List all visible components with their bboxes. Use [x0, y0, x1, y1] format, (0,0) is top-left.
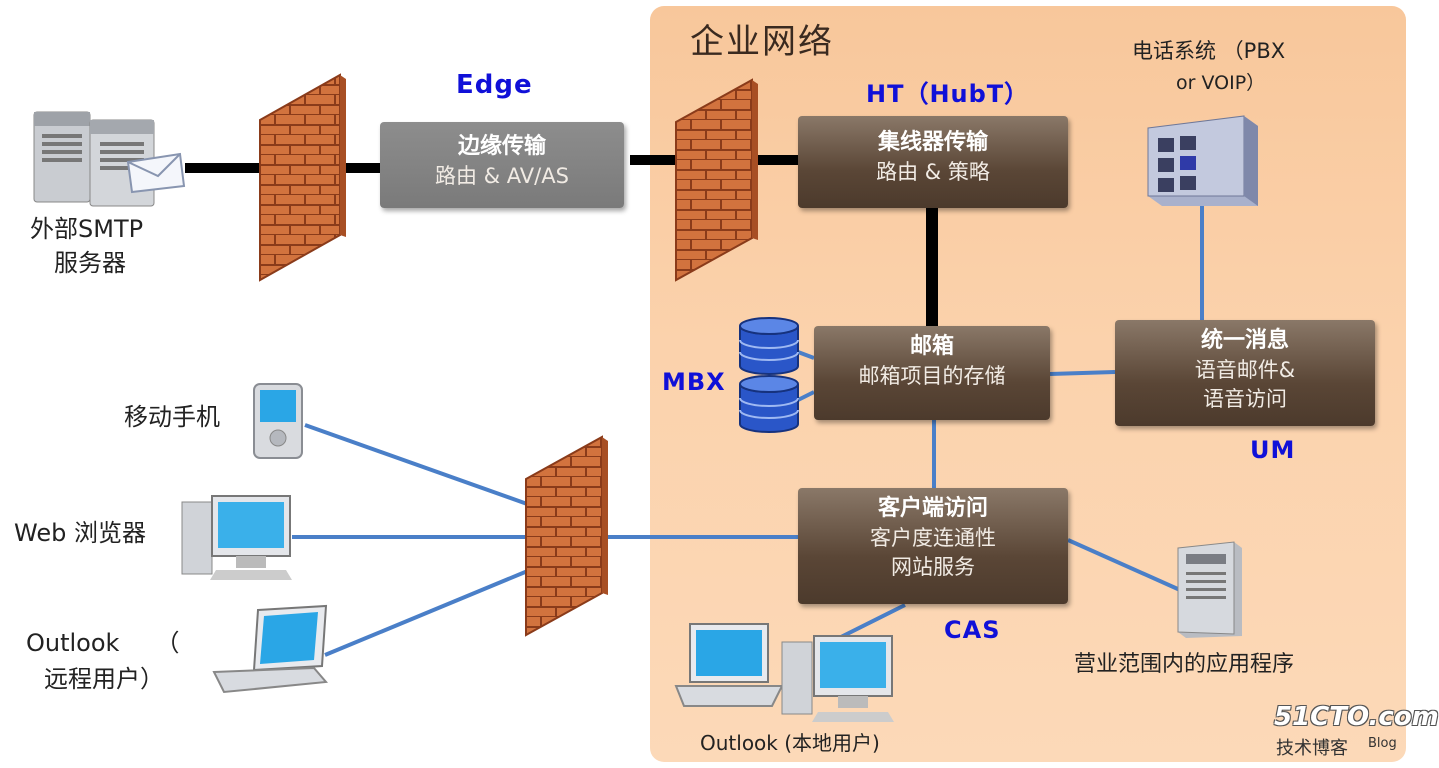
um-box: 统一消息 语音邮件& 语音访问 — [1115, 320, 1375, 426]
watermark-blog: Blog — [1368, 736, 1397, 751]
mailbox-subtitle: 邮箱项目的存储 — [858, 364, 1006, 388]
firewall-icon — [675, 78, 758, 282]
firewall-icon — [259, 73, 346, 282]
watermark-site: 51CTO.com — [1274, 702, 1439, 732]
external-smtp-label-line2: 服务器 — [54, 249, 126, 277]
business-apps-label: 营业范围内的应用程序 — [1074, 652, 1295, 677]
link-db-to-mailbox-2 — [797, 390, 815, 402]
pbx-icon — [1147, 115, 1258, 206]
link-laptop-to-firewall3 — [324, 568, 531, 657]
envelope-icon — [126, 152, 186, 194]
desktop-computer-icon — [181, 495, 292, 580]
laptop-icon — [674, 623, 784, 707]
mobile-phone-icon — [253, 383, 303, 459]
phone-system-label-line1: 电话系统 （PBX — [1132, 39, 1286, 63]
edge-label: Edge — [456, 70, 533, 100]
link-mailbox-to-um — [1049, 370, 1116, 376]
outlook-local-label: Outlook (本地用户) — [700, 731, 880, 755]
link-mobile-to-firewall3 — [304, 423, 531, 507]
enterprise-network-title: 企业网络 — [690, 22, 834, 62]
hub-transport-subtitle: 路由 & 策略 — [876, 160, 990, 184]
mailbox-title: 邮箱 — [909, 334, 954, 359]
outlook-remote-label-line1: Outlook （ — [26, 629, 180, 657]
um-title: 统一消息 — [1200, 328, 1289, 353]
hub-transport-box: 集线器传输 路由 & 策略 — [798, 116, 1068, 208]
phone-system-label-line2: or VOIP） — [1176, 72, 1266, 94]
edge-transport-box: 边缘传输 路由 & AV/AS — [380, 122, 624, 208]
cas-line1: 客户度连通性 — [870, 526, 996, 550]
web-browser-label: Web 浏览器 — [14, 519, 146, 547]
watermark-sub: 技术博客 — [1276, 738, 1348, 759]
link-db-to-mailbox-1 — [797, 350, 815, 360]
cas-line2: 网站服务 — [891, 555, 975, 579]
edge-transport-title: 边缘传输 — [457, 134, 546, 159]
mbx-label: MBX — [662, 368, 726, 396]
cas-label: CAS — [944, 616, 1001, 644]
cas-box: 客户端访问 客户度连通性 网站服务 — [798, 488, 1068, 604]
mobile-phone-label: 移动手机 — [124, 403, 220, 431]
um-label: UM — [1250, 436, 1296, 464]
laptop-icon — [212, 604, 329, 694]
firewall-icon — [525, 435, 608, 637]
um-line1: 语音邮件& — [1194, 358, 1296, 382]
um-line2: 语音访问 — [1203, 387, 1287, 411]
external-smtp-label-line1: 外部SMTP — [30, 215, 144, 243]
link-cas-to-apps — [1067, 538, 1181, 592]
cas-title: 客户端访问 — [877, 496, 988, 521]
desktop-computer-icon — [781, 635, 894, 722]
mailbox-box: 邮箱 邮箱项目的存储 — [814, 326, 1050, 420]
application-server-icon — [1177, 541, 1242, 638]
hub-transport-title: 集线器传输 — [877, 130, 988, 155]
link-cas-to-local-outlook — [834, 603, 906, 642]
database-icon — [739, 317, 799, 433]
edge-transport-subtitle: 路由 & AV/AS — [435, 164, 569, 188]
hub-label: HT（HubT） — [866, 80, 1030, 108]
outlook-remote-label-line2: 远程用户） — [44, 665, 164, 693]
